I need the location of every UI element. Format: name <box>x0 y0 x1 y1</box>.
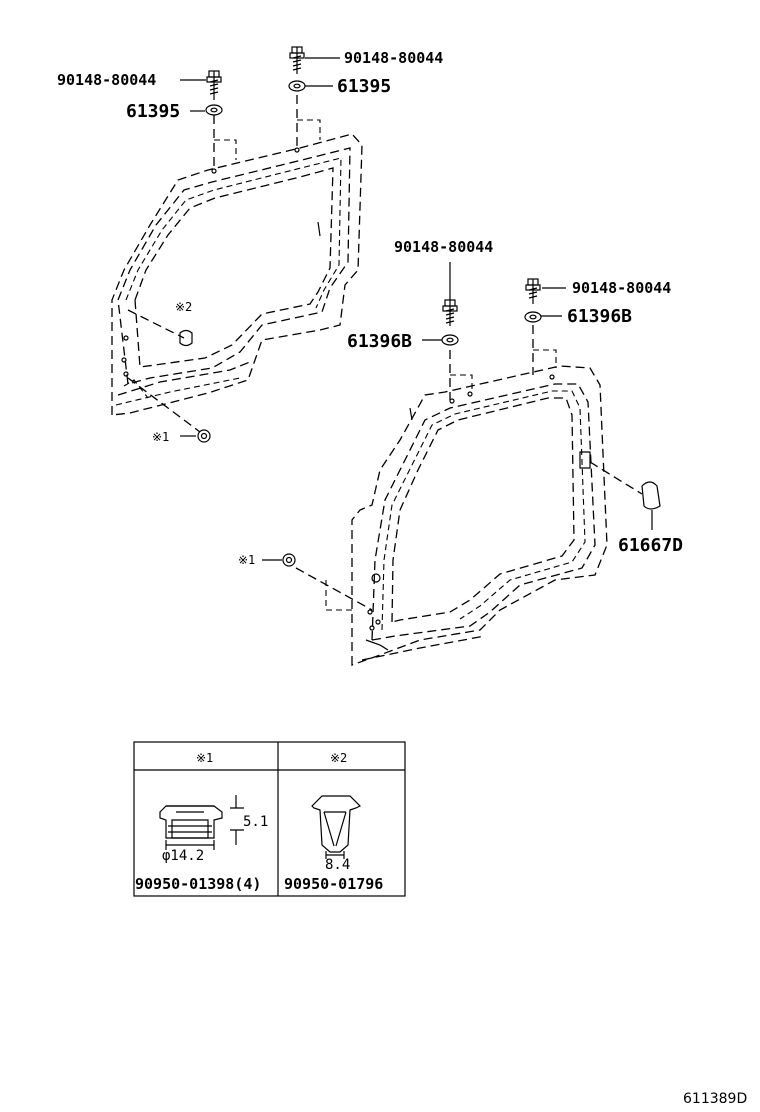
callout-bolt-mid-right: 90148-80044 <box>572 279 671 297</box>
bolt-icon <box>206 70 222 100</box>
right-panel-fasteners <box>262 262 661 611</box>
clip-type2-icon <box>311 795 362 859</box>
clip-type1-icon <box>159 795 244 850</box>
bolt-icon <box>525 278 541 304</box>
table-dim-diameter: φ14.2 <box>162 848 204 864</box>
clip-icon <box>180 429 211 443</box>
washer-icon <box>524 311 542 323</box>
callout-washer-mid-center: 61396B <box>347 331 412 352</box>
washer-icon <box>288 80 306 92</box>
callout-mark-clip1-right: ※1 <box>238 553 255 567</box>
reference-code: 611389D <box>683 1091 747 1107</box>
table-header-col2: ※2 <box>330 751 347 765</box>
table-part-col1: 90950-01398(4) <box>135 875 261 893</box>
callout-washer-mid-right: 61396B <box>567 306 632 327</box>
bolt-icon <box>289 46 305 74</box>
bolt-icon <box>442 299 458 326</box>
callout-leaders <box>180 57 566 341</box>
fastener-table: ※1 ※2 5.1 φ14.2 8.4 90950-01398(4) 90950… <box>133 741 406 897</box>
callout-mark-clip2: ※2 <box>175 300 192 314</box>
clip-icon <box>262 553 296 567</box>
callout-bolt-top-center: 90148-80044 <box>344 49 443 67</box>
callout-washer-top-center: 61395 <box>337 76 391 97</box>
clip-icon <box>179 329 193 347</box>
washer-icon <box>441 334 459 346</box>
callout-labels: 90148-80044 90148-80044 61395 61395 9014… <box>57 49 683 567</box>
callout-mark-clip1-left: ※1 <box>152 430 169 444</box>
table-part-col2: 90950-01796 <box>284 875 383 893</box>
callout-bolt-mid-center: 90148-80044 <box>394 238 493 256</box>
front-door-opening-panel-right <box>351 365 608 666</box>
table-header-col1: ※1 <box>196 751 213 765</box>
callout-bolt-top-left: 90148-80044 <box>57 71 156 89</box>
callout-washer-top-left: 61395 <box>126 101 180 122</box>
table-dim-height: 5.1 <box>243 814 268 830</box>
table-dim-width: 8.4 <box>325 857 350 873</box>
plug-icon <box>641 481 661 510</box>
left-panel-fasteners <box>127 46 321 443</box>
callout-plug-right: 61667D <box>618 535 683 556</box>
washer-icon <box>205 104 223 116</box>
rear-door-opening-panel-left <box>111 133 363 416</box>
